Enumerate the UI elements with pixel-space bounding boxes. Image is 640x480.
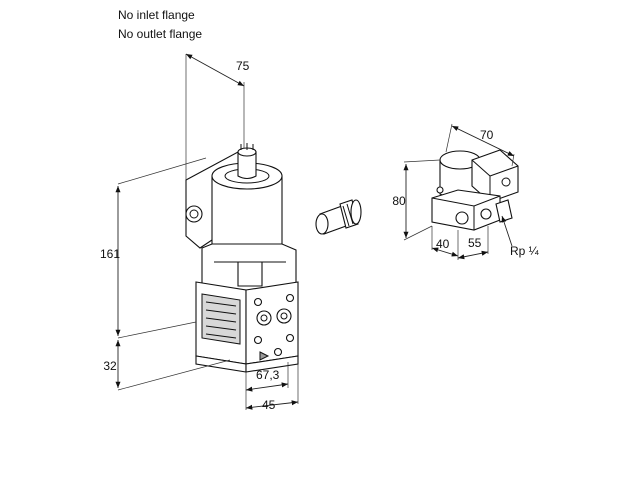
dim-line-55 — [457, 250, 489, 260]
dim-line-70 — [451, 125, 515, 157]
note-no-inlet-flange: No inlet flange — [118, 8, 195, 22]
thread-leader — [501, 215, 513, 247]
main-valve — [185, 143, 299, 373]
dim-label-70: 70 — [480, 128, 494, 142]
dim-line-67-3 — [245, 382, 289, 392]
filter-grille — [201, 293, 241, 345]
small-valve — [431, 149, 519, 231]
dim-label-67-3: 67,3 — [256, 368, 280, 382]
dim-line-75 — [185, 53, 245, 87]
coil-connector — [237, 151, 257, 180]
note-no-outlet-flange: No outlet flange — [118, 27, 202, 41]
bracket-hole — [185, 205, 203, 223]
dim-label-45: 45 — [262, 398, 276, 412]
flow-arrow-icon — [259, 351, 270, 361]
dim-label-32: 32 — [103, 359, 117, 373]
dim-label-75: 75 — [236, 59, 250, 73]
dim-line-40 — [431, 247, 459, 257]
port-2 — [276, 308, 292, 324]
thread-label: Rp ¼ — [510, 244, 540, 258]
dim-label-161: 161 — [100, 247, 120, 261]
small-fitting — [495, 199, 513, 223]
dim-label-80: 80 — [392, 194, 406, 208]
dim-label-55: 55 — [468, 236, 482, 250]
port-1 — [256, 310, 272, 326]
cable-gland — [315, 199, 362, 235]
dim-label-40: 40 — [436, 237, 450, 251]
dim-line-45 — [245, 400, 299, 410]
